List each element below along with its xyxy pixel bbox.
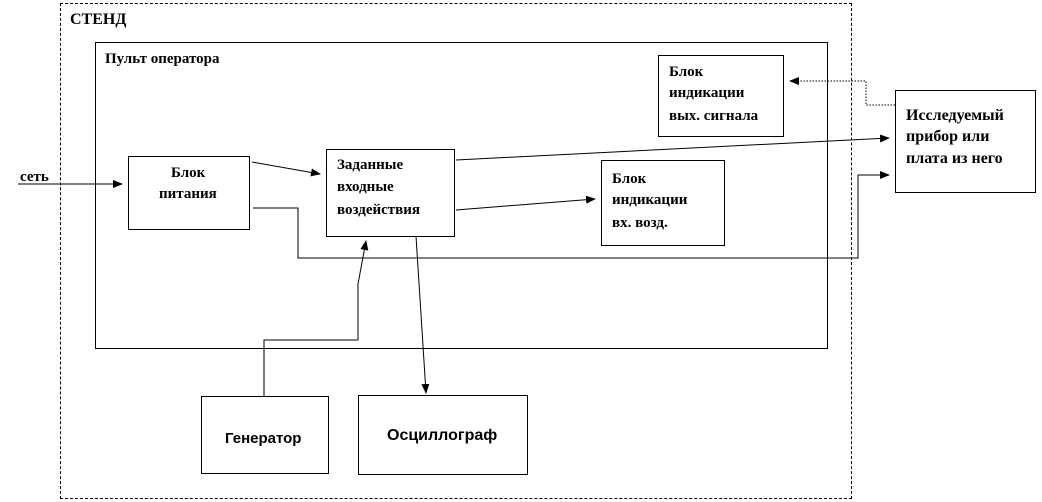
output-indicator-label-2: индикации [669,85,745,101]
generator-block: Генератор [201,396,329,474]
device-label-1: Исследуемый [906,107,1004,124]
actions-to-indicator-wire [455,195,596,211]
stand-frame [60,3,852,499]
input-actions-block: Заданные входные воздействия [326,149,455,237]
generator-label: Генератор [225,430,302,447]
device-under-test-block: Исследуемый прибор или плата из него [895,90,1036,193]
oscilloscope-block: Осциллограф [358,395,528,475]
mains-label: сеть [20,169,49,185]
power-supply-block: Блок питания [128,156,250,230]
input-actions-label-1: Заданные [337,157,404,173]
input-indicator-label-3: вх. возд. [612,215,668,231]
input-indicator-label-1: Блок [612,171,647,187]
device-label-3: плата из него [906,150,1003,167]
output-indicator-block: Блок индикации вых. сигнала [658,55,784,137]
generator-to-actions-wire [263,240,369,396]
input-actions-label-3: воздействия [337,202,421,218]
operator-panel-title: Пульт оператора [105,51,220,67]
device-to-output-indicator-wire [789,77,895,106]
input-indicator-block: Блок индикации вх. возд. [601,160,725,246]
device-label-2: прибор или [906,128,990,145]
power-to-device-wire [253,171,890,259]
output-indicator-label-3: вых. сигнала [669,108,759,124]
power-supply-label-2: питания [159,186,217,202]
actions-to-oscilloscope-wire [415,235,430,394]
actions-to-device-wire [455,134,890,161]
stand-title: СТЕНД [70,11,127,28]
oscilloscope-label: Осциллограф [387,427,498,444]
output-indicator-label-1: Блок [669,64,704,80]
input-actions-label-2: входные [337,179,394,195]
power-to-actions-wire [251,161,321,177]
input-indicator-label-2: индикации [612,192,688,208]
power-supply-label-1: Блок [171,165,206,181]
